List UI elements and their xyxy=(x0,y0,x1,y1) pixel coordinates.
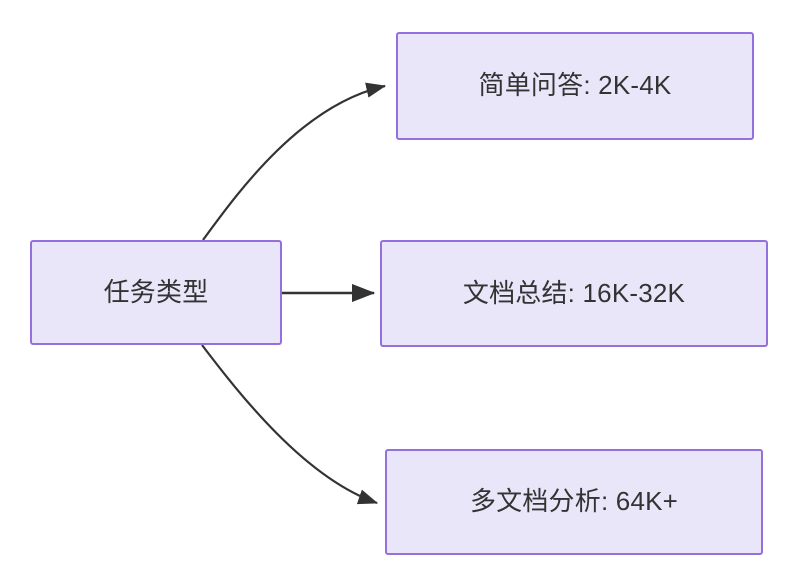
node-doc-summary[interactable]: 文档总结: 16K-32K xyxy=(380,240,768,347)
edge-root-to-multi-doc xyxy=(201,344,379,505)
node-doc-summary-label: 文档总结: 16K-32K xyxy=(462,277,686,308)
node-task-type[interactable]: 任务类型 xyxy=(30,240,282,345)
node-multi-doc-analysis[interactable]: 多文档分析: 64K+ xyxy=(385,449,763,555)
node-simple-qa[interactable]: 简单问答: 2K-4K xyxy=(396,32,754,140)
node-multi-doc-analysis-label: 多文档分析: 64K+ xyxy=(469,486,679,517)
edge-root-to-simple-qa xyxy=(202,82,387,241)
node-simple-qa-label: 简单问答: 2K-4K xyxy=(478,70,672,101)
node-task-type-label: 任务类型 xyxy=(103,276,209,307)
